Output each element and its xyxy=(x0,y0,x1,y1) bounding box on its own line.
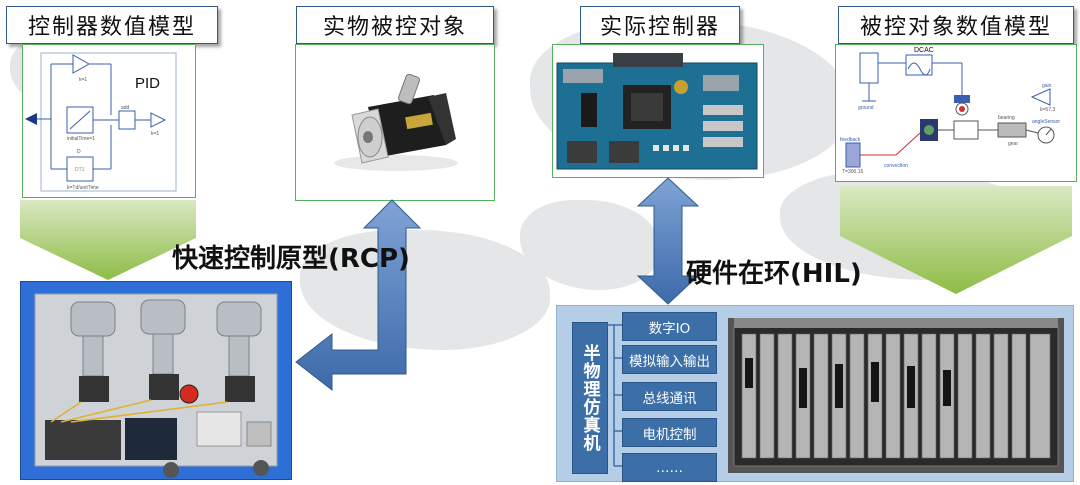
plant-label: convection xyxy=(884,163,908,169)
plant-model-diagram xyxy=(845,52,1055,168)
pid-block-label: add xyxy=(121,105,130,111)
plant-label: feedback xyxy=(840,137,861,143)
hil-item-motor-control: 电机控制 xyxy=(622,418,717,447)
plant-label: gain xyxy=(1042,83,1052,89)
rcp-link-arrow xyxy=(295,199,422,392)
hil-chassis-photo xyxy=(728,318,1064,473)
pid-block-label: k=Td/unitTime xyxy=(67,185,99,191)
rcp-label: 快速控制原型(RCP) xyxy=(172,244,410,274)
hil-item-bus-comm: 总线通讯 xyxy=(622,382,717,411)
plant-label: ground xyxy=(858,105,874,111)
controller-board-photo-frame xyxy=(552,44,764,178)
hil-label: 硬件在环(HIL) xyxy=(686,259,862,289)
plant-label: T=300.15 xyxy=(842,169,864,175)
plant-label: bearing xyxy=(998,115,1015,121)
pid-block-label: initialTime=1 xyxy=(67,136,96,142)
controller-model-title: 控制器数值模型 xyxy=(6,6,218,44)
pid-block-diagram xyxy=(25,52,177,192)
plant-model-diagram-frame: DCAC ground feedback T=300.15 convection… xyxy=(835,44,1077,182)
pid-title: PID xyxy=(135,75,161,92)
servo-motor-photo-frame xyxy=(295,44,495,201)
controller-board-illustration xyxy=(556,53,758,170)
plant-label: gear xyxy=(1008,141,1019,147)
plant-model-title: 被控对象数值模型 xyxy=(838,6,1074,44)
plant-label: DCAC xyxy=(914,47,934,54)
hil-item-digital-io: 数字IO xyxy=(622,312,717,341)
hil-simulator-label: 半物理仿真机 xyxy=(572,322,608,474)
plant-label: k=57.3 xyxy=(1040,107,1056,113)
physical-plant-title: 实物被控对象 xyxy=(296,6,494,44)
pid-block-label: k=1 xyxy=(79,77,88,83)
pid-block-label: k=1 xyxy=(151,131,160,137)
pid-block-label: D xyxy=(77,149,81,155)
pid-block-label: DT1 xyxy=(75,167,85,173)
pid-diagram-frame: PID k=1 initialTime=1 D DT1 k=Td/unitTim… xyxy=(22,44,196,198)
hil-item-analog-io: 模拟输入输出 xyxy=(622,345,717,374)
real-controller-title: 实际控制器 xyxy=(580,6,740,44)
funnel-arrow-left xyxy=(20,200,196,280)
hil-item-more: …… xyxy=(622,453,717,482)
servo-motor-illustration xyxy=(334,73,458,171)
plant-label: angleSensor xyxy=(1032,119,1061,125)
rcp-test-bench-photo xyxy=(20,281,292,480)
hil-link-arrow xyxy=(636,177,700,305)
funnel-arrow-right xyxy=(840,186,1072,294)
